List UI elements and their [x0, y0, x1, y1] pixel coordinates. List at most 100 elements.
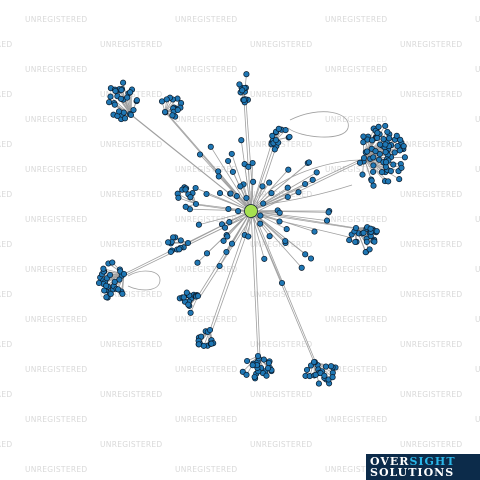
graph-node[interactable]	[115, 108, 123, 115]
graph-node[interactable]	[322, 363, 329, 370]
graph-node[interactable]	[133, 97, 140, 104]
graph-node[interactable]	[167, 248, 174, 255]
graph-node[interactable]	[263, 372, 270, 379]
graph-node[interactable]	[261, 255, 268, 262]
cluster-hub-node[interactable]	[272, 136, 280, 144]
graph-node[interactable]	[394, 142, 401, 150]
graph-node[interactable]	[283, 226, 290, 233]
graph-node[interactable]	[233, 193, 240, 200]
cluster-hub-node[interactable]	[352, 224, 360, 232]
graph-node[interactable]	[177, 237, 184, 244]
graph-node[interactable]	[175, 194, 182, 201]
graph-node[interactable]	[307, 255, 315, 262]
graph-node[interactable]	[115, 286, 122, 293]
graph-node[interactable]	[378, 169, 385, 176]
graph-node[interactable]	[226, 219, 233, 226]
graph-node[interactable]	[376, 151, 383, 158]
graph-node[interactable]	[352, 238, 359, 246]
graph-node[interactable]	[235, 208, 242, 215]
graph-node[interactable]	[265, 359, 272, 367]
graph-node[interactable]	[227, 190, 234, 197]
graph-node[interactable]	[282, 237, 289, 245]
graph-node[interactable]	[387, 168, 394, 175]
graph-node[interactable]	[107, 290, 114, 298]
graph-node[interactable]	[266, 179, 273, 186]
graph-node[interactable]	[225, 205, 232, 213]
graph-node[interactable]	[225, 157, 232, 165]
graph-node[interactable]	[216, 262, 223, 270]
graph-node[interactable]	[269, 132, 276, 139]
graph-node[interactable]	[385, 178, 392, 185]
graph-node[interactable]	[169, 112, 176, 119]
graph-node[interactable]	[325, 209, 332, 216]
graph-node[interactable]	[239, 87, 246, 94]
graph-node[interactable]	[130, 106, 137, 114]
graph-node[interactable]	[313, 169, 320, 176]
graph-node[interactable]	[245, 233, 252, 240]
graph-node[interactable]	[356, 159, 364, 166]
graph-node[interactable]	[321, 372, 328, 379]
cluster-hub-node[interactable]	[360, 154, 368, 162]
graph-node[interactable]	[103, 294, 110, 301]
graph-node[interactable]	[382, 149, 389, 156]
graph-node[interactable]	[368, 177, 375, 184]
graph-node[interactable]	[249, 362, 256, 369]
cluster-hub-node[interactable]	[184, 239, 192, 247]
graph-node[interactable]	[396, 176, 403, 183]
graph-node[interactable]	[260, 356, 267, 363]
graph-node[interactable]	[196, 151, 204, 158]
graph-node[interactable]	[207, 143, 214, 150]
graph-node[interactable]	[195, 341, 202, 348]
graph-node[interactable]	[259, 183, 266, 190]
graph-node[interactable]	[111, 278, 118, 285]
graph-node[interactable]	[163, 96, 170, 103]
graph-node[interactable]	[359, 171, 366, 178]
graph-node[interactable]	[215, 173, 222, 180]
graph-node[interactable]	[118, 86, 125, 94]
graph-node[interactable]	[386, 135, 393, 142]
graph-node[interactable]	[208, 340, 215, 347]
graph-node[interactable]	[360, 133, 367, 140]
graph-node[interactable]	[371, 238, 378, 245]
graph-node[interactable]	[236, 81, 243, 88]
graph-node[interactable]	[398, 164, 405, 171]
graph-node[interactable]	[95, 279, 103, 287]
graph-node[interactable]	[390, 161, 397, 168]
cluster-hub-node[interactable]	[310, 358, 318, 366]
cluster-hub-node[interactable]	[254, 352, 262, 360]
graph-node[interactable]	[112, 87, 119, 95]
graph-node[interactable]	[382, 141, 389, 148]
graph-node[interactable]	[328, 363, 335, 370]
graph-node[interactable]	[103, 282, 110, 289]
graph-node[interactable]	[370, 168, 377, 175]
graph-node[interactable]	[119, 290, 126, 297]
graph-node[interactable]	[216, 190, 224, 197]
graph-node[interactable]	[391, 149, 398, 156]
graph-node[interactable]	[364, 148, 371, 155]
graph-node[interactable]	[276, 218, 283, 225]
graph-node[interactable]	[375, 123, 382, 130]
graph-node[interactable]	[229, 168, 236, 175]
graph-node[interactable]	[346, 237, 353, 244]
graph-node[interactable]	[366, 246, 373, 253]
graph-node[interactable]	[185, 301, 192, 308]
graph-node[interactable]	[380, 136, 387, 143]
graph-node[interactable]	[238, 137, 245, 144]
graph-node[interactable]	[182, 186, 189, 193]
graph-node[interactable]	[243, 71, 250, 78]
graph-node[interactable]	[370, 182, 377, 189]
graph-node[interactable]	[384, 128, 391, 135]
graph-node[interactable]	[315, 380, 322, 387]
graph-node[interactable]	[393, 132, 400, 139]
graph-node[interactable]	[360, 229, 367, 236]
graph-node[interactable]	[278, 279, 286, 287]
graph-node[interactable]	[374, 129, 381, 136]
graph-node[interactable]	[243, 194, 250, 202]
graph-node[interactable]	[363, 238, 370, 245]
graph-node[interactable]	[284, 184, 291, 191]
graph-node[interactable]	[323, 217, 331, 224]
graph-node[interactable]	[106, 99, 113, 106]
graph-node[interactable]	[187, 194, 194, 201]
graph-node[interactable]	[400, 143, 407, 150]
graph-node[interactable]	[295, 189, 302, 196]
